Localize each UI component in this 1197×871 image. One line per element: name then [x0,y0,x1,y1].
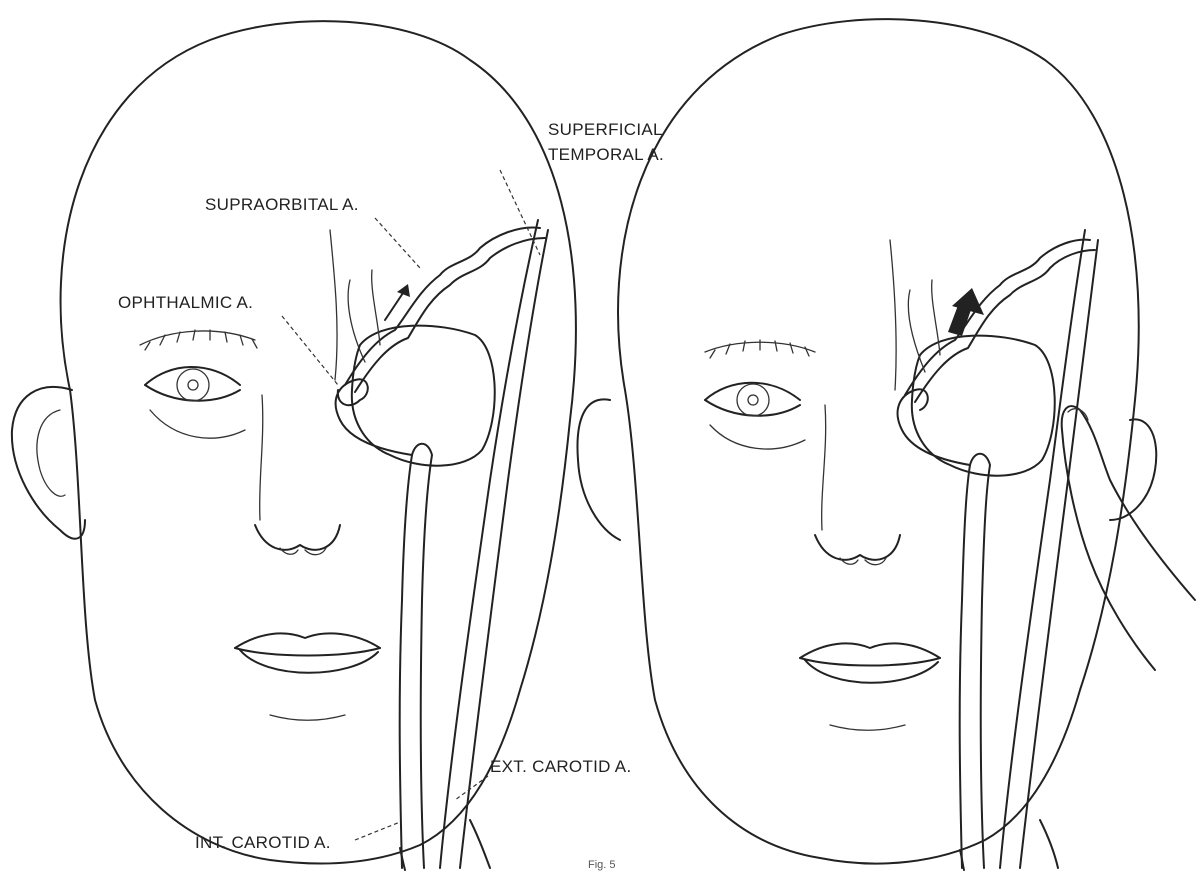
left-pupil [188,380,198,390]
figure-caption: Fig. 5 [588,859,616,871]
left-brow [140,331,255,345]
left-under-eye [150,410,245,438]
left-eye-upper [145,367,240,385]
left-iris [177,369,209,401]
right-head-outline [618,19,1139,863]
right-pupil [748,395,758,405]
left-lip-line [235,648,380,656]
compressing-finger [1062,406,1195,670]
right-lip-line [800,658,940,666]
right-upper-lip [800,643,940,658]
right-supraorbital-branches [890,240,940,390]
left-face [12,21,576,870]
right-face [577,19,1195,870]
label-ext-carotid: EXT. CAROTID A. [490,757,631,776]
right-brow-hatch [710,340,809,358]
left-nose-bridge [260,395,263,520]
left-arrow-head [397,284,410,297]
label-superficial-temporal-2: TEMPORAL A. [548,145,664,164]
label-supraorbital: SUPRAORBITAL A. [205,195,359,214]
right-int-carotid [960,454,990,868]
right-under-eye [710,425,805,449]
right-eye-lower [705,400,800,416]
left-upper-lip [235,633,380,648]
left-ear-left-inner [37,410,65,496]
label-ophthalmic: OPHTHALMIC A. [118,293,253,312]
leader-int-carotid [355,822,400,840]
left-flow-arrow [385,290,405,320]
left-head-outline [61,21,576,863]
leader-supraorbital [375,218,420,268]
labels: SUPERFICIAL TEMPORAL A. SUPRAORBITAL A. … [118,120,664,871]
right-ear-right [1110,419,1156,520]
left-int-carotid [400,444,432,868]
leader-ophthalmic [282,316,338,385]
left-chin [270,715,345,720]
right-ext-carotid [1000,230,1098,868]
left-ear-left [12,387,85,539]
right-ophthalmic [898,389,970,465]
right-supraorbital [905,240,1095,402]
left-nose-base [255,525,340,550]
right-nose-base [815,535,900,560]
left-eye-lower [145,385,240,401]
label-int-carotid: INT. CAROTID A. [195,833,331,852]
right-eye-upper [705,383,800,400]
left-brow-hatch [145,330,257,350]
right-ear-left [577,399,620,540]
label-superficial-temporal-1: SUPERFICIAL [548,120,663,139]
right-iris [737,384,769,416]
left-supraorbital-branches [330,230,380,380]
left-ophthalmic [336,379,412,455]
right-nose-bridge [822,405,826,530]
right-chin [830,725,905,730]
